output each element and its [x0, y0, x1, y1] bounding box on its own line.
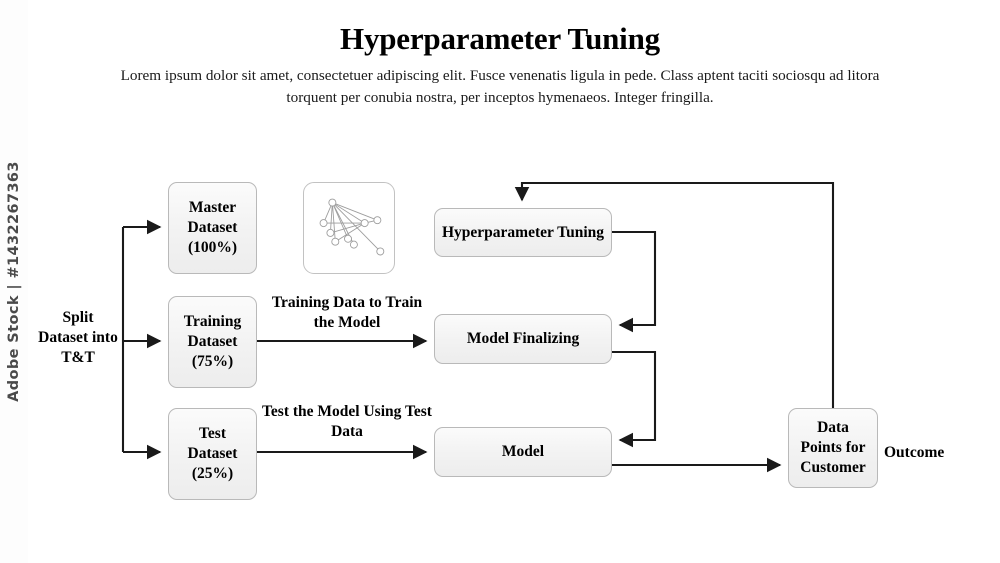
node-training-dataset[interactable]: Training Dataset (75%) [168, 296, 257, 388]
label-training-data-edge: Training Data to Train the Model [271, 294, 423, 332]
watermark-band: Adobe Stock | #1432267363 [0, 0, 28, 563]
label-outcome: Outcome [884, 444, 945, 461]
node-model[interactable]: Model [434, 427, 612, 477]
edge-feedback-to-tuning [514, 181, 835, 408]
label-split-dataset: Split Dataset into T&T [38, 309, 118, 367]
node-test-dataset[interactable]: Test Dataset (25%) [168, 408, 257, 500]
edge-finalizing-to-model [612, 350, 657, 448]
node-data-points-for-customer[interactable]: Data Points for Customer [788, 408, 878, 488]
node-hyperparameter-tuning[interactable]: Hyperparameter Tuning [434, 208, 612, 257]
edge-tuning-to-finalizing [612, 230, 657, 333]
page-subtitle: Lorem ipsum dolor sit amet, consectetuer… [120, 67, 880, 107]
network-graph-icon [303, 182, 395, 274]
label-test-data-edge: Test the Model Using Test Data [262, 403, 432, 441]
node-master-dataset[interactable]: Master Dataset (100%) [168, 182, 257, 274]
page-title: Hyperparameter Tuning [340, 21, 660, 56]
node-model-finalizing[interactable]: Model Finalizing [434, 314, 612, 364]
header: Hyperparameter Tuning Lorem ipsum dolor … [0, 0, 1000, 109]
